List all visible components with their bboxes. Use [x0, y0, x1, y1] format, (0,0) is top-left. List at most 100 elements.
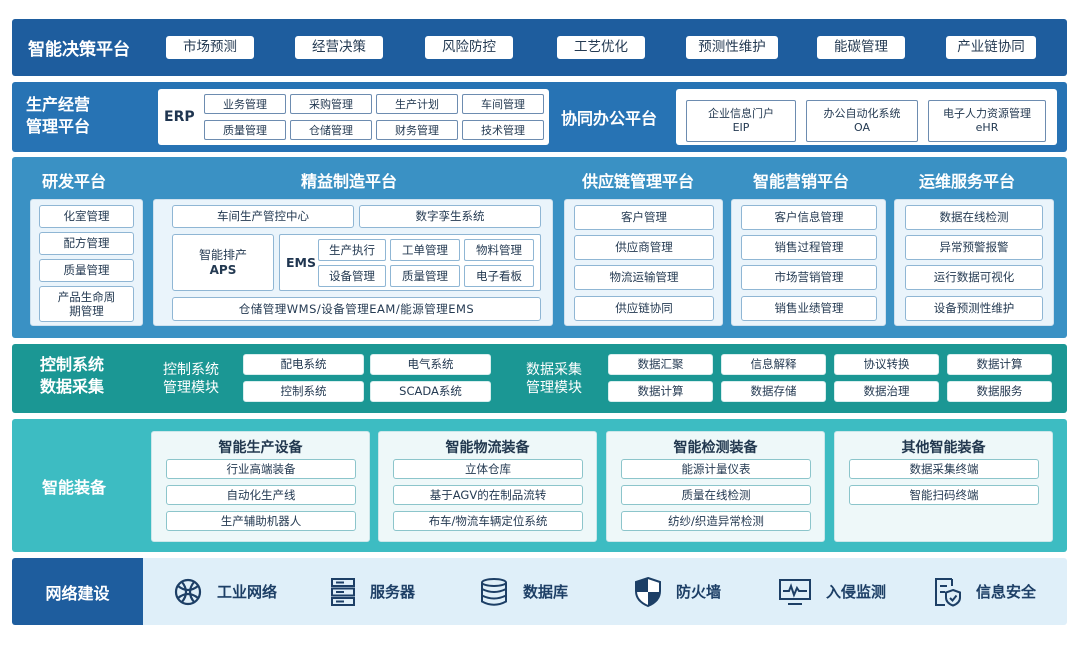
network-item-database: 数据库 [479, 558, 568, 625]
marketing-platform-panel: 客户信息管理 销售过程管理 市场营销管理 销售业绩管理 [731, 199, 886, 326]
equipment-item: 行业高端装备 [166, 459, 356, 479]
ops-item: 数据在线检测 [905, 205, 1043, 230]
equipment-group-title: 智能物流装备 [445, 440, 530, 456]
shield-icon [635, 576, 661, 607]
scm-platform-panel: 客户管理 供应商管理 物流运输管理 供应链协同 [564, 199, 723, 326]
ems-item: 电子看板 [464, 265, 534, 287]
network-item-label: 入侵监测 [826, 583, 887, 601]
ems-label: EMS [286, 255, 316, 270]
control-item: 电气系统 [370, 354, 491, 375]
erp-item: 采购管理 [290, 94, 372, 114]
decision-item-risk-control: 风险防控 [425, 36, 513, 59]
control-item: 配电系统 [243, 354, 364, 375]
marketing-platform-title: 智能营销平台 [753, 172, 850, 191]
scm-item: 供应商管理 [574, 235, 714, 260]
data-module-line1: 数据采集 [526, 362, 582, 378]
erp-panel: ERP 业务管理 采购管理 生产计划 车间管理 质量管理 仓储管理 财务管理 技… [158, 89, 549, 145]
ops-item: 设备预测性维护 [905, 296, 1043, 321]
production-management-title: 生产经营 管理平台 [26, 94, 90, 137]
control-title-line1: 控制系统 [40, 355, 105, 374]
rd-item: 质量管理 [39, 259, 134, 282]
data-module-line2: 管理模块 [526, 380, 582, 397]
rd-item: 配方管理 [39, 232, 134, 255]
oa-item-name: 企业信息门户 [708, 107, 774, 121]
rd-item: 化室管理 [39, 205, 134, 228]
data-item: 数据计算 [947, 354, 1052, 375]
oa-panel: 企业信息门户 EIP 办公自动化系统 OA 电子人力资源管理 eHR [676, 89, 1057, 145]
oa-item-name: 办公自动化系统 [823, 107, 901, 121]
lean-platform-panel: 车间生产管控中心 数字孪生系统 智能排产 APS EMS 生产执行 工单管理 物… [153, 199, 553, 326]
ops-platform-panel: 数据在线检测 异常预警报警 运行数据可视化 设备预测性维护 [894, 199, 1054, 326]
production-title-line1: 生产经营 [26, 95, 91, 114]
aps-label-line1: 智能排产 [198, 247, 247, 262]
marketing-item: 销售业绩管理 [741, 296, 877, 321]
equipment-item: 能源计量仪表 [621, 459, 811, 479]
oa-item-ehr: 电子人力资源管理 eHR [928, 100, 1046, 142]
data-item: 信息解释 [721, 354, 826, 375]
database-icon [481, 577, 507, 606]
data-collect-module-label: 数据采集 管理模块 [526, 361, 582, 397]
oa-item-oa: 办公自动化系统 OA [806, 100, 918, 142]
marketing-item: 市场营销管理 [741, 265, 877, 290]
network-item-label: 数据库 [523, 583, 569, 601]
oa-platform-title: 协同办公平台 [561, 109, 658, 128]
network-item-label: 信息安全 [976, 583, 1037, 601]
network-title: 网络建设 [12, 558, 143, 625]
equipment-item: 基于AGV的在制品流转 [393, 485, 583, 505]
decision-platform-title: 智能决策平台 [28, 40, 130, 60]
equipment-item: 自动化生产线 [166, 485, 356, 505]
lean-top-item: 数字孪生系统 [359, 205, 541, 228]
lean-top-item: 车间生产管控中心 [172, 205, 354, 228]
erp-item: 车间管理 [462, 94, 544, 114]
decision-item-carbon-management: 能碳管理 [817, 36, 905, 59]
equipment-group-title: 其他智能装备 [901, 440, 986, 456]
erp-item: 业务管理 [204, 94, 286, 114]
ops-platform-title: 运维服务平台 [919, 172, 1016, 191]
equipment-item: 生产辅助机器人 [166, 511, 356, 531]
network-item-label: 防火墙 [676, 583, 722, 601]
equipment-item: 布车/物流车辆定位系统 [393, 511, 583, 531]
network-item-firewall: 防火墙 [634, 558, 721, 625]
marketing-item: 客户信息管理 [741, 205, 877, 230]
decision-item-process-optimize: 工艺优化 [557, 36, 645, 59]
equipment-item: 智能扫码终端 [849, 485, 1039, 505]
ops-item: 异常预警报警 [905, 235, 1043, 260]
erp-label: ERP [164, 109, 195, 125]
network-item-industrial: 工业网络 [173, 558, 277, 625]
control-module-line1: 控制系统 [163, 362, 219, 378]
oa-item-name: 电子人力资源管理 [943, 107, 1031, 121]
network-item-label: 服务器 [370, 583, 416, 601]
erp-item: 生产计划 [376, 94, 458, 114]
control-title-line2: 数据采集 [40, 376, 105, 396]
smart-equipment-row: 智能装备 智能生产设备 行业高端装备 自动化生产线 生产辅助机器人 智能物流装备… [12, 419, 1067, 552]
globe-icon [174, 578, 202, 605]
production-title-line2: 管理平台 [26, 116, 91, 136]
server-icon [331, 577, 355, 606]
oa-item-code: eHR [975, 121, 999, 134]
network-item-intrusion: 入侵监测 [778, 558, 886, 625]
control-module-line2: 管理模块 [163, 380, 219, 397]
ems-item: 设备管理 [318, 265, 386, 287]
control-item: SCADA系统 [370, 381, 491, 402]
network-item-label: 工业网络 [217, 583, 278, 601]
equipment-group-title: 智能检测装备 [673, 440, 758, 456]
equipment-item: 质量在线检测 [621, 485, 811, 505]
scm-item: 物流运输管理 [574, 265, 714, 290]
control-data-title: 控制系统 数据采集 [40, 354, 104, 397]
oa-item-code: OA [854, 121, 870, 134]
ems-item: 工单管理 [390, 239, 460, 261]
rd-platform-panel: 化室管理 配方管理 质量管理 产品生命周期管理 [30, 199, 143, 326]
decision-item-business-decision: 经营决策 [295, 36, 383, 59]
aps-box: 智能排产 APS [172, 234, 274, 291]
decision-item-market-forecast: 市场预测 [166, 36, 254, 59]
rd-item: 产品生命周期管理 [39, 286, 134, 322]
ems-item: 物料管理 [464, 239, 534, 261]
erp-item: 仓储管理 [290, 120, 372, 140]
data-item: 数据治理 [834, 381, 939, 402]
oa-item-eip: 企业信息门户 EIP [686, 100, 796, 142]
control-data-row: 控制系统 数据采集 控制系统 管理模块 配电系统 电气系统 控制系统 SCADA… [12, 344, 1067, 413]
ems-box: EMS 生产执行 工单管理 物料管理 设备管理 质量管理 电子看板 [279, 234, 541, 291]
ops-item: 运行数据可视化 [905, 265, 1043, 290]
equipment-group-title: 智能生产设备 [218, 440, 303, 456]
decision-platform-row: 智能决策平台 市场预测 经营决策 风险防控 工艺优化 预测性维护 能碳管理 产业… [12, 19, 1067, 76]
